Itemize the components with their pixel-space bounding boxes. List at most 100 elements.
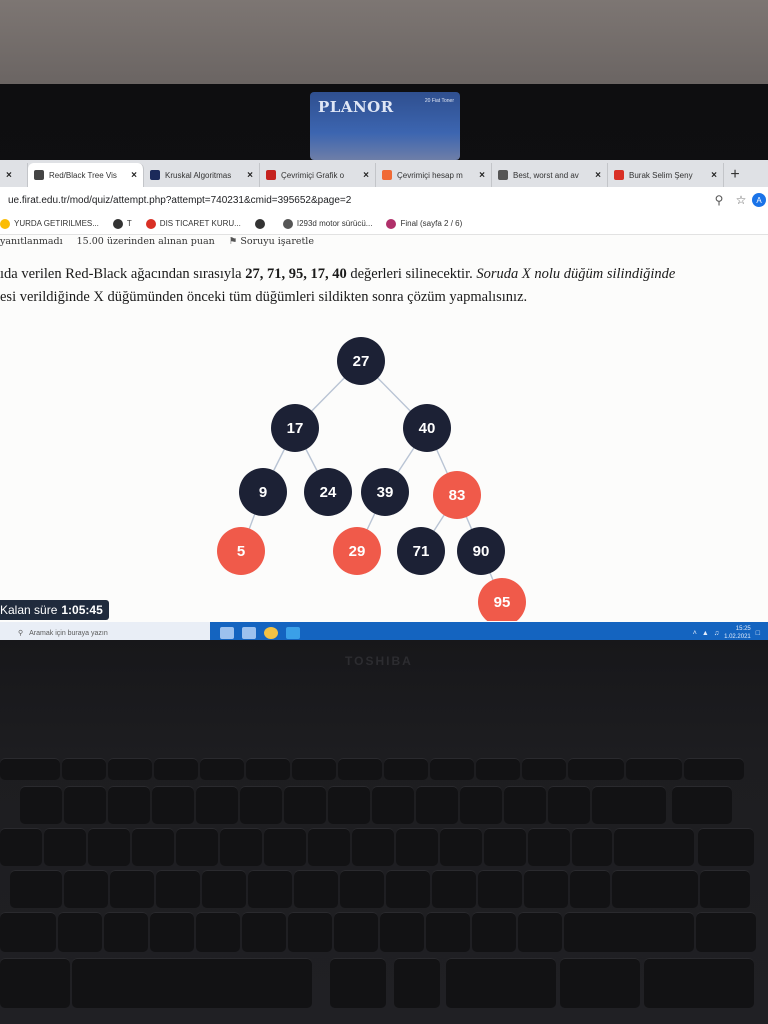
bookmark-item[interactable] (254, 218, 269, 229)
windows-taskbar: ⚲ Aramak için buraya yazın ˄ ▲ ♫ 15:25 1… (0, 622, 768, 644)
file-explorer-icon[interactable] (242, 627, 256, 639)
close-tab-icon[interactable]: × (247, 169, 253, 181)
keyboard-key (524, 870, 568, 908)
keyboard-key (264, 828, 306, 866)
bookmark-item[interactable]: YURDA GETIRILMES... (0, 218, 99, 229)
browser-tab[interactable]: Best, worst and av× (492, 163, 608, 187)
network-icon[interactable]: ▲ (701, 629, 709, 637)
tree-node-value: 71 (413, 543, 430, 560)
chrome-icon[interactable] (264, 627, 278, 639)
keyboard-key (340, 870, 384, 908)
keyboard-key (386, 870, 430, 908)
timer-label: Kalan süre (0, 603, 58, 617)
edge-icon[interactable] (286, 627, 300, 639)
keyboard-key (430, 758, 474, 780)
keyboard-key (338, 758, 382, 780)
close-tab-icon[interactable]: × (6, 169, 12, 181)
browser-tab-label: Çevrimiçi hesap m (397, 170, 463, 180)
browser-tab[interactable]: × (0, 163, 28, 187)
tree-node-circle (337, 337, 385, 385)
bookmark-item[interactable]: T (112, 218, 132, 229)
browser-tab[interactable]: Red/Black Tree Vis × (28, 163, 144, 187)
keyboard-key (58, 912, 102, 952)
keyboard-key (572, 828, 612, 866)
taskbar-search[interactable]: ⚲ Aramak için buraya yazın (0, 622, 210, 644)
keyboard-key (476, 758, 520, 780)
tree-node: 90 (457, 527, 505, 575)
keyboard-key (700, 870, 750, 908)
keyboard-key (568, 758, 624, 780)
p-icon (382, 170, 392, 180)
keyboard-key (426, 912, 470, 952)
answer-status: yanıtlanmadı (0, 236, 63, 247)
keyboard-key (472, 912, 516, 952)
flag-question-link[interactable]: ⚑ Soruyu işaretle (229, 236, 314, 247)
bookmark-star-icon[interactable]: ☆ (735, 193, 747, 207)
keyboard-key (200, 758, 244, 780)
flag-label: Soruyu işaretle (240, 236, 314, 247)
keyboard-key (0, 758, 60, 780)
keyboard-key (672, 786, 732, 824)
tree-node: 40 (403, 404, 451, 452)
no-icon (145, 218, 156, 229)
keyboard-key (626, 758, 682, 780)
quiz-page: yanıtlanmadı 15.00 üzerinden alınan puan… (0, 235, 768, 622)
notification-icon[interactable]: □ (755, 629, 760, 637)
tree-node: 71 (397, 527, 445, 575)
bookmark-item[interactable]: Final (sayfa 2 / 6) (386, 218, 463, 229)
zoom-icon[interactable]: ⚲ (714, 193, 724, 207)
browser-tab[interactable]: Burak Selim Şeny× (608, 163, 724, 187)
keyboard-key (328, 786, 370, 824)
url-text[interactable]: ue.firat.edu.tr/mod/quiz/attempt.php?att… (8, 194, 352, 206)
tree-node-value: 29 (349, 543, 366, 560)
close-tab-icon[interactable]: × (131, 169, 137, 181)
taskbar-clock[interactable]: 15:25 1.02.2021 (724, 625, 751, 641)
browser-tab[interactable]: Çevrimiçi Grafik o× (260, 163, 376, 187)
tree-node: 5 (217, 527, 265, 575)
close-tab-icon[interactable]: × (595, 169, 601, 181)
bookmark-label: T (126, 219, 132, 228)
keyboard-key (288, 912, 332, 952)
volume-icon[interactable]: ♫ (713, 629, 720, 637)
tree-node-value: 9 (259, 484, 267, 501)
keyboard-key (460, 786, 502, 824)
browser-tab-label: Red/Black Tree Vis (49, 170, 117, 180)
background-wall (0, 0, 768, 88)
keyboard-key (0, 912, 56, 952)
tree-node-circle (217, 527, 265, 575)
address-bar[interactable]: ue.firat.edu.tr/mod/quiz/attempt.php?att… (0, 187, 768, 213)
remaining-time-box: Kalan süre 1:05:45 (0, 600, 109, 620)
close-tab-icon[interactable]: × (479, 169, 485, 181)
keyboard-key (522, 758, 566, 780)
keyboard-key (334, 912, 378, 952)
bookmark-label: DIS TICARET KURU... (159, 219, 241, 228)
keyboard-key (64, 870, 108, 908)
browser-tab-label: Kruskal Algoritmas (165, 170, 232, 180)
keyboard-key (698, 828, 754, 866)
tree-node-circle (239, 468, 287, 516)
keyboard-key (416, 786, 458, 824)
keyboard-key (242, 912, 286, 952)
profile-avatar[interactable]: A (752, 193, 766, 207)
bookmark-label: Final (sayfa 2 / 6) (400, 219, 463, 228)
keyboard-key (196, 912, 240, 952)
question-text: ıda verilen Red-Black ağacından sırasıyl… (0, 263, 768, 309)
keyboard-key (220, 828, 262, 866)
tree-node: 39 (361, 468, 409, 516)
close-tab-icon[interactable]: × (711, 169, 717, 181)
task-view-icon[interactable] (220, 627, 234, 639)
tray-chevron-icon[interactable]: ˄ (692, 629, 697, 637)
tree-node-circle (271, 404, 319, 452)
tree-node: 24 (304, 468, 352, 516)
close-tab-icon[interactable]: × (363, 169, 369, 181)
system-tray: ˄ ▲ ♫ 15:25 1.02.2021 □ (693, 625, 768, 641)
bookmark-item[interactable]: DIS TICARET KURU... (145, 218, 241, 229)
new-tab-button[interactable]: + (730, 166, 740, 183)
keyboard-key (564, 912, 694, 952)
taskbar-search-placeholder: Aramak için buraya yazın (29, 629, 108, 637)
keyboard-key (614, 828, 694, 866)
browser-tab[interactable]: Çevrimiçi hesap m × (376, 163, 492, 187)
browser-tab[interactable]: Kruskal Algoritmas × (144, 163, 260, 187)
keyboard-key (484, 828, 526, 866)
bookmark-item[interactable]: I293d motor sürücü... (282, 218, 372, 229)
